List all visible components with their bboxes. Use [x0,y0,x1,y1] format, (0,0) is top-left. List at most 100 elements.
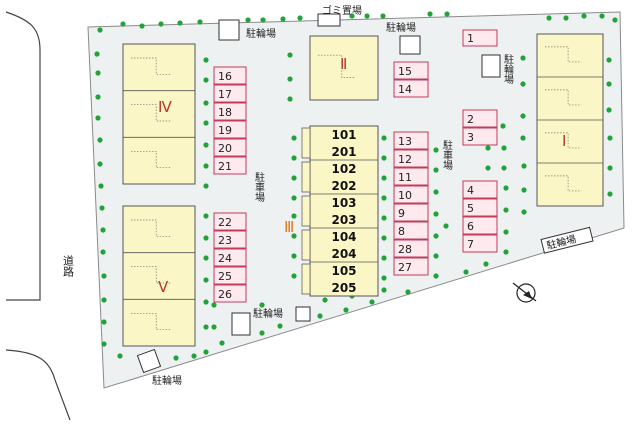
tree-dot [503,185,509,191]
tree-dot [433,233,439,239]
tree-dot [381,275,387,281]
tree-dot [581,13,587,19]
bike-box-bottom-center [231,312,251,336]
parking-stall: 5 [462,198,498,217]
stall-group-left-lower: 22 23 24 25 26 [213,212,247,303]
tree-dot [203,142,209,148]
tree-dot [203,213,209,219]
tree-dot [405,289,411,295]
tree-dot [503,229,509,235]
unit-number: 202 [331,179,356,193]
bike-box-bottom-center-small [295,306,311,322]
tree-dot [117,353,123,359]
tree-dot [203,349,209,355]
road-label: 道路 [62,254,75,278]
tree-dot [101,297,107,303]
parking-stall: 12 [393,149,429,168]
tree-dot [381,175,387,181]
tree-dot [381,235,387,241]
parking-stall: 2 [462,109,498,128]
tree-dot [433,211,439,217]
bike-label-bottom-center: 駐輪場 [253,307,283,320]
tree-dot [95,70,101,76]
tree-dot [94,51,100,57]
tree-dot [483,261,489,267]
tree-dot [280,16,286,22]
stall-number: 9 [398,207,405,220]
tree-dot [463,269,469,275]
stall-number: 10 [398,189,412,202]
tree-dot [606,57,612,63]
unit-number: 102 [331,162,356,176]
tree-dot [139,23,145,29]
tree-dot [521,163,527,169]
building-ii: Ⅱ [309,35,379,101]
tree-dot [364,13,370,19]
parking-stall: 13 [393,131,429,150]
tree-dot [606,81,612,87]
road-edge-lower [5,349,71,421]
bike-parking-boxes [136,19,501,374]
stall-number: 5 [467,202,474,215]
parking-stall: 22 [213,212,247,231]
tree-dot [203,100,209,106]
stall-number: 8 [398,225,405,238]
tree-dot [211,302,217,308]
stall-number: 12 [398,153,412,166]
stall-number: 15 [398,65,412,78]
tree-dot [97,137,103,143]
building-i: Ⅰ [536,33,604,207]
tree-dot [443,223,449,229]
parking-stall: 21 [213,156,247,175]
tree-dot [322,297,328,303]
stall-number: 25 [218,270,232,283]
tree-dot [433,167,439,173]
stall-number: 23 [218,234,232,247]
tree-dot [98,183,104,189]
stall-group-right-upper: 23 [462,109,498,146]
tree-dot [607,165,613,171]
tree-dot [101,319,107,325]
tree-dot [291,213,297,219]
parking-stall: 24 [213,248,247,267]
tree-dot [259,330,265,336]
tree-dot [177,20,183,26]
building-label-v: Ⅴ [158,278,169,296]
tree-dot [520,135,526,141]
tree-dot [100,249,106,255]
tree-dot [444,11,450,17]
stall-number: 24 [218,252,232,265]
tree-dot [433,147,439,153]
stall-number: 26 [218,288,232,301]
tree-dot [97,27,103,33]
parking-stall: 1 [462,29,498,47]
tree-dot [349,13,355,19]
unit-number: 201 [331,145,356,159]
tree-dot [95,94,101,100]
tree-dot [259,302,265,308]
tree-dot [291,253,297,259]
tree-dot [287,76,293,82]
stall-number: 1 [467,32,474,45]
stall-number: 19 [218,124,232,137]
parking-stall: 20 [213,138,247,157]
parking-stall: 23 [213,230,247,249]
building-iv: Ⅳ [122,43,196,185]
tree-dot [203,120,209,126]
bike-box-top-center [399,35,421,55]
unit-number: 204 [331,247,356,261]
tree-dot [381,215,387,221]
parking-stall: 16 [213,66,247,85]
bike-box-right [481,54,501,78]
tree-dot [97,161,103,167]
parking-stall: 4 [462,180,498,199]
tree-dot [612,17,618,23]
unit-number: 101 [331,128,356,142]
tree-dot [260,17,266,23]
tree-dots [94,11,618,361]
parking-stall: 3 [462,127,498,146]
stall-number: 18 [218,106,232,119]
tree-dot [546,15,552,21]
tree-dot [203,163,209,169]
